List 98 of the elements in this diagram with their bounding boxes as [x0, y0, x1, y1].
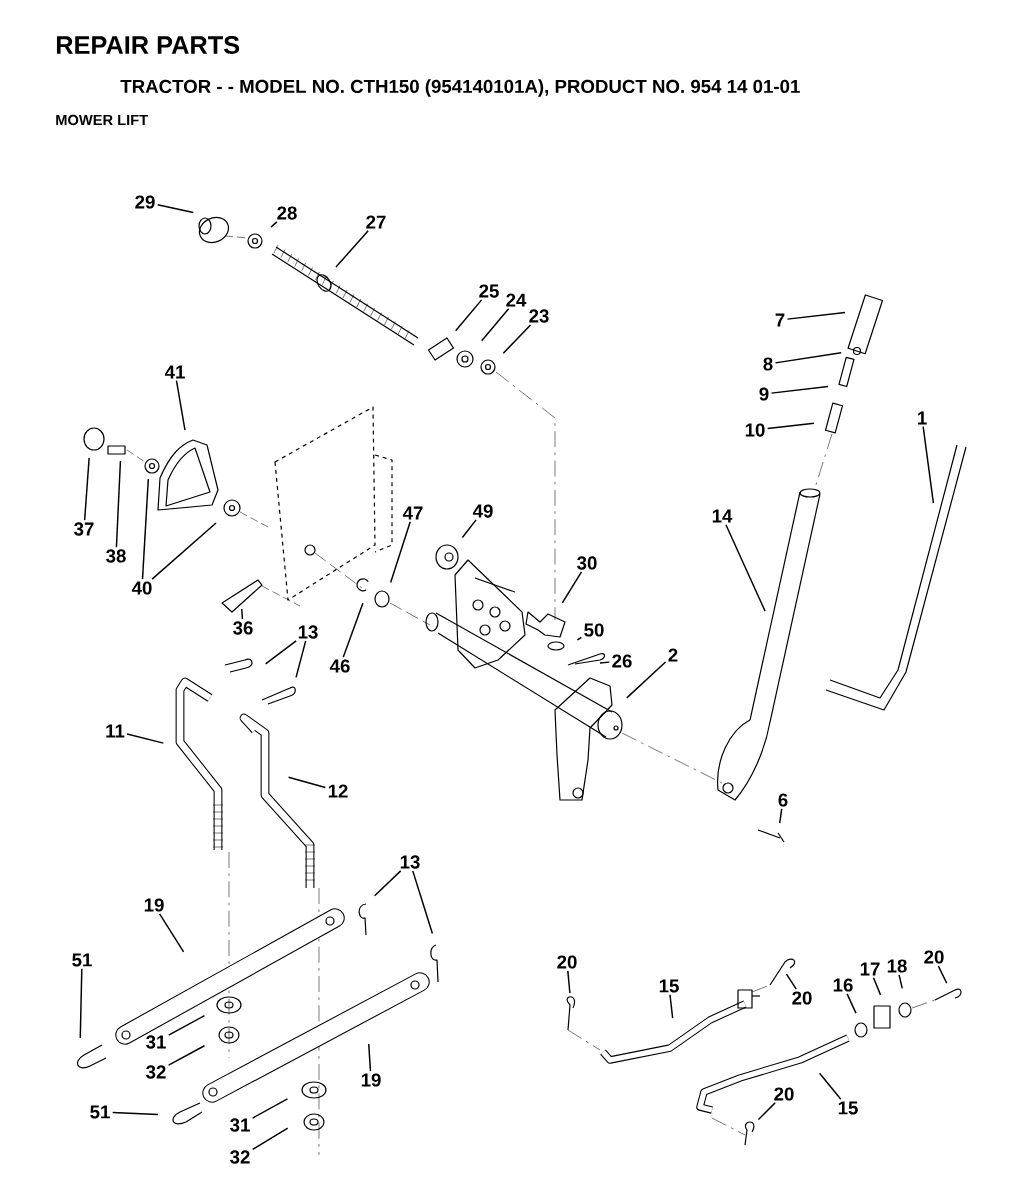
- leader-line: [576, 636, 583, 641]
- leader-line: [115, 460, 122, 548]
- leader-line: [167, 1015, 206, 1036]
- leader-line: [785, 973, 797, 990]
- callout-number: 16: [833, 978, 853, 992]
- callout-number: 25: [479, 284, 499, 298]
- callout-number: 47: [402, 506, 423, 520]
- leader-line: [270, 221, 278, 228]
- leader-line: [335, 230, 369, 268]
- leader-line: [373, 870, 402, 897]
- leader-line: [669, 994, 674, 1019]
- leader-line: [158, 913, 185, 953]
- callout-number: 13: [298, 625, 318, 639]
- leader-line: [251, 1098, 289, 1119]
- callout-number: 6: [778, 793, 788, 807]
- callout-number: 51: [90, 1105, 110, 1119]
- callout-number: 23: [529, 309, 549, 323]
- callout-number: 15: [659, 979, 679, 993]
- callout-number: 37: [74, 522, 94, 536]
- leader-line: [846, 993, 857, 1014]
- leader-line: [757, 1102, 776, 1121]
- callout-number: 51: [72, 953, 92, 967]
- callout-number: 40: [131, 581, 152, 595]
- callout-number: 17: [860, 962, 880, 976]
- leader-line: [561, 571, 583, 604]
- leader-line: [141, 478, 150, 580]
- leader-line: [368, 1043, 372, 1072]
- leader-line: [167, 1045, 206, 1066]
- callout-number: 41: [164, 365, 185, 379]
- page-title: REPAIR PARTS: [56, 36, 240, 54]
- leader-line: [83, 457, 90, 521]
- leader-line: [774, 352, 842, 364]
- callout-number: 32: [230, 1150, 250, 1164]
- callout-number: 9: [759, 387, 769, 401]
- leader-line: [342, 602, 364, 658]
- callout-number: 20: [557, 955, 577, 969]
- section-heading: MOWER LIFT: [56, 114, 148, 126]
- leader-line: [599, 661, 611, 664]
- callout-number: 11: [106, 724, 125, 738]
- leader-line: [898, 974, 903, 990]
- callout-number: 2: [668, 648, 678, 662]
- leader-line: [156, 204, 194, 214]
- leader-line: [502, 324, 532, 355]
- callout-number: 31: [230, 1118, 250, 1132]
- callout-number: 19: [361, 1073, 381, 1087]
- callout-number: 8: [763, 357, 773, 371]
- leader-line: [937, 965, 948, 984]
- leader-line: [922, 425, 935, 504]
- leader-line: [818, 1072, 842, 1100]
- callout-number: 13: [400, 855, 420, 869]
- leader-line: [251, 1127, 289, 1151]
- callout-number: 1: [918, 411, 927, 425]
- leader-line: [295, 640, 307, 679]
- callout-number: 27: [366, 215, 386, 229]
- callout-number: 46: [329, 659, 350, 673]
- callout-number: 7: [775, 313, 785, 327]
- leader-line: [241, 608, 244, 620]
- callout-number: 31: [146, 1035, 166, 1049]
- leader-line: [287, 776, 327, 789]
- callout-number: 29: [135, 195, 155, 209]
- leader-line: [778, 808, 783, 824]
- callout-number: 30: [577, 556, 597, 570]
- callout-number: 36: [233, 621, 253, 635]
- leader-line: [770, 385, 829, 394]
- callout-number: 20: [774, 1087, 794, 1101]
- callout-number: 18: [887, 959, 907, 973]
- leader-line: [126, 733, 165, 744]
- callout-number: 32: [146, 1065, 166, 1079]
- callout-number: 38: [106, 549, 126, 563]
- callout-number: 12: [328, 784, 348, 798]
- leader-line: [151, 522, 217, 580]
- leader-line: [725, 523, 766, 612]
- leader-line: [264, 640, 297, 665]
- callout-number: 14: [712, 509, 733, 523]
- leader-line: [461, 519, 477, 539]
- leader-line: [626, 661, 667, 699]
- callout-number: 10: [745, 423, 765, 437]
- callout-number: 49: [472, 504, 493, 518]
- callout-number: 19: [144, 898, 164, 912]
- callout-number: 28: [277, 206, 297, 220]
- callout-number: 50: [584, 623, 604, 637]
- callout-number: 20: [924, 950, 944, 964]
- leader-line: [766, 422, 815, 430]
- leader-line: [567, 970, 571, 994]
- leader-line: [412, 870, 434, 935]
- callout-number: 15: [838, 1101, 858, 1115]
- leader-line: [79, 968, 83, 1039]
- callout-number: 20: [792, 991, 812, 1005]
- leader-line: [872, 976, 882, 996]
- callout-number: 24: [506, 293, 527, 307]
- leader-line: [175, 379, 186, 431]
- model-heading: TRACTOR - - MODEL NO. CTH150 (954140101A), PRODUCT NO. 954 14 01-01: [120, 79, 800, 97]
- leader-line: [389, 520, 411, 584]
- callout-number: 26: [612, 654, 632, 668]
- leader-line: [481, 308, 510, 342]
- leader-line: [786, 311, 846, 320]
- leader-line: [111, 1111, 159, 1116]
- leader-line: [454, 299, 483, 332]
